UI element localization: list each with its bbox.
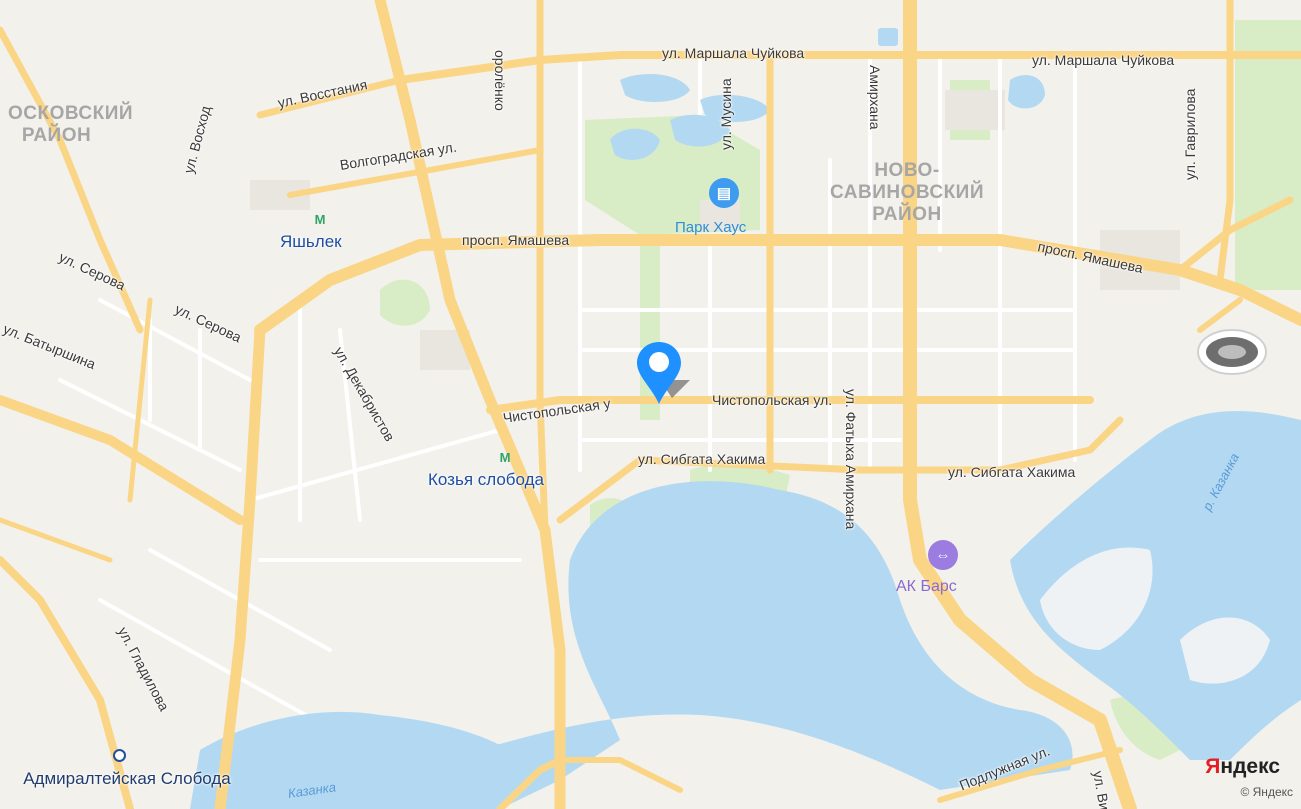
logo-first-letter: Я [1205, 755, 1221, 778]
street-label-musina: ул. Мусина [718, 78, 734, 150]
street-label-chuikova-1: ул. Маршала Чуйкова [662, 45, 805, 61]
metro-icon-kozya-sloboda[interactable]: M [499, 450, 511, 465]
poi-label-ak-bars[interactable]: АК Барс [896, 578, 957, 595]
copyright-text[interactable]: © Яндекс [1240, 785, 1293, 799]
street-label-amirkhana-top: Амирхана [867, 65, 883, 130]
metro-icon-yashlek[interactable]: M [314, 212, 326, 227]
street-label-sibgata-1: ул. Сибгата Хакима [638, 451, 766, 467]
district-label-moskovsky: ОСКОВСКИЙ РАЙОН [8, 103, 134, 146]
logo-rest: ндекс [1220, 755, 1280, 778]
location-marker[interactable] [637, 342, 690, 404]
metro-label-admiralteyskaya[interactable]: Адмиралтейская Слобода [23, 769, 231, 788]
metro-label-kozya-sloboda[interactable]: Козья слобода [428, 470, 545, 489]
district-label-novo-savinovsky: НОВО- САВИНОВСКИЙ РАЙОН [830, 160, 984, 225]
street-label-gavrilova: ул. Гаврилова [1182, 88, 1198, 180]
street-label-chistopolskaya-2: Чистопольская ул. [712, 392, 833, 408]
stadium-shape [1197, 329, 1267, 375]
street-label-fatykha-amirkhana: ул. Фатыха Амирхана [843, 389, 859, 530]
street-label-chuikova-2: ул. Маршала Чуйкова [1032, 52, 1175, 68]
metro-label-yashlek[interactable]: Яшьлек [280, 232, 342, 251]
poi-label-park-house[interactable]: Парк Хаус [675, 219, 747, 236]
metro-icon-admiralteyskaya[interactable] [113, 749, 126, 762]
shopping-bag-icon[interactable]: ▤ [709, 178, 739, 208]
street-label-sibgata-2: ул. Сибгата Хакима [948, 464, 1076, 480]
street-label-orlenko: оролёнко [492, 50, 508, 111]
yandex-logo[interactable]: Яндекс [1205, 755, 1280, 779]
street-label-yamasheva-1: просп. Ямашева [462, 232, 570, 248]
dumbbell-icon[interactable]: ⇔ [928, 540, 958, 570]
